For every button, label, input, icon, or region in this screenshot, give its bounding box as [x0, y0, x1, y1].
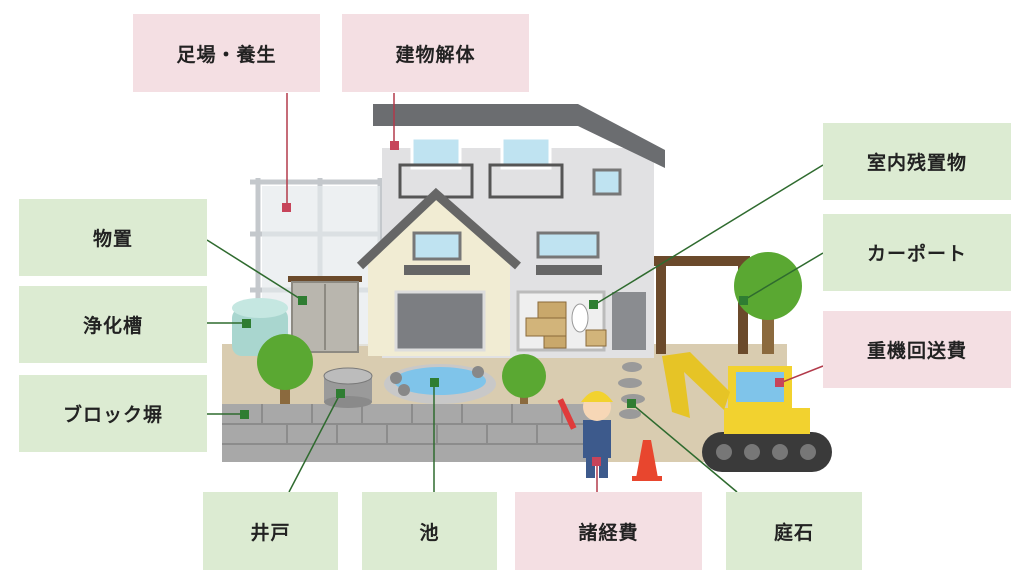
label-heavy-machinery: 重機回送費: [823, 311, 1011, 388]
marker-pond: [430, 378, 439, 387]
marker-misc-expenses: [592, 457, 601, 466]
pond-illustration: [384, 364, 496, 404]
label-storage: 物置: [19, 199, 207, 276]
label-pond: 池: [362, 492, 497, 570]
marker-scaffolding: [282, 203, 291, 212]
label-demolition: 建物解体: [342, 14, 529, 92]
traffic-cone-illustration: [632, 440, 662, 481]
label-septic-tank: 浄化槽: [19, 286, 207, 363]
label-carport: カーポート: [823, 214, 1011, 291]
marker-heavy-machinery: [775, 378, 784, 387]
label-misc-expenses: 諸経費: [515, 492, 702, 570]
label-indoor-items: 室内残置物: [823, 123, 1011, 200]
marker-garden-stones: [627, 399, 636, 408]
marker-block-wall: [240, 410, 249, 419]
marker-demolition: [390, 141, 399, 150]
marker-storage: [298, 296, 307, 305]
tree-illustration: [257, 252, 802, 406]
main-house-roof: [373, 104, 665, 168]
label-well: 井戸: [203, 492, 338, 570]
label-block-wall: ブロック塀: [19, 375, 207, 452]
marker-carport: [739, 296, 748, 305]
marker-indoor-items: [589, 300, 598, 309]
storage-shed-illustration: [288, 276, 362, 353]
connector-line-storage: [206, 239, 303, 301]
connector-line-indoor-items: [593, 164, 824, 306]
connector-line-heavy-machinery: [779, 365, 824, 384]
indoor-items-illustration: [525, 301, 607, 349]
label-scaffolding: 足場・養生: [133, 14, 320, 92]
block-wall-illustration: [222, 404, 592, 462]
connector-line-well: [288, 393, 341, 493]
well-illustration: [323, 367, 373, 408]
worker-illustration: [557, 391, 613, 478]
excavator-illustration: [662, 352, 832, 472]
marker-septic-tank: [242, 319, 251, 328]
connector-line-carport: [743, 252, 824, 301]
connector-line-garden-stones: [631, 403, 738, 493]
label-garden-stones: 庭石: [726, 492, 862, 570]
marker-well: [336, 389, 345, 398]
